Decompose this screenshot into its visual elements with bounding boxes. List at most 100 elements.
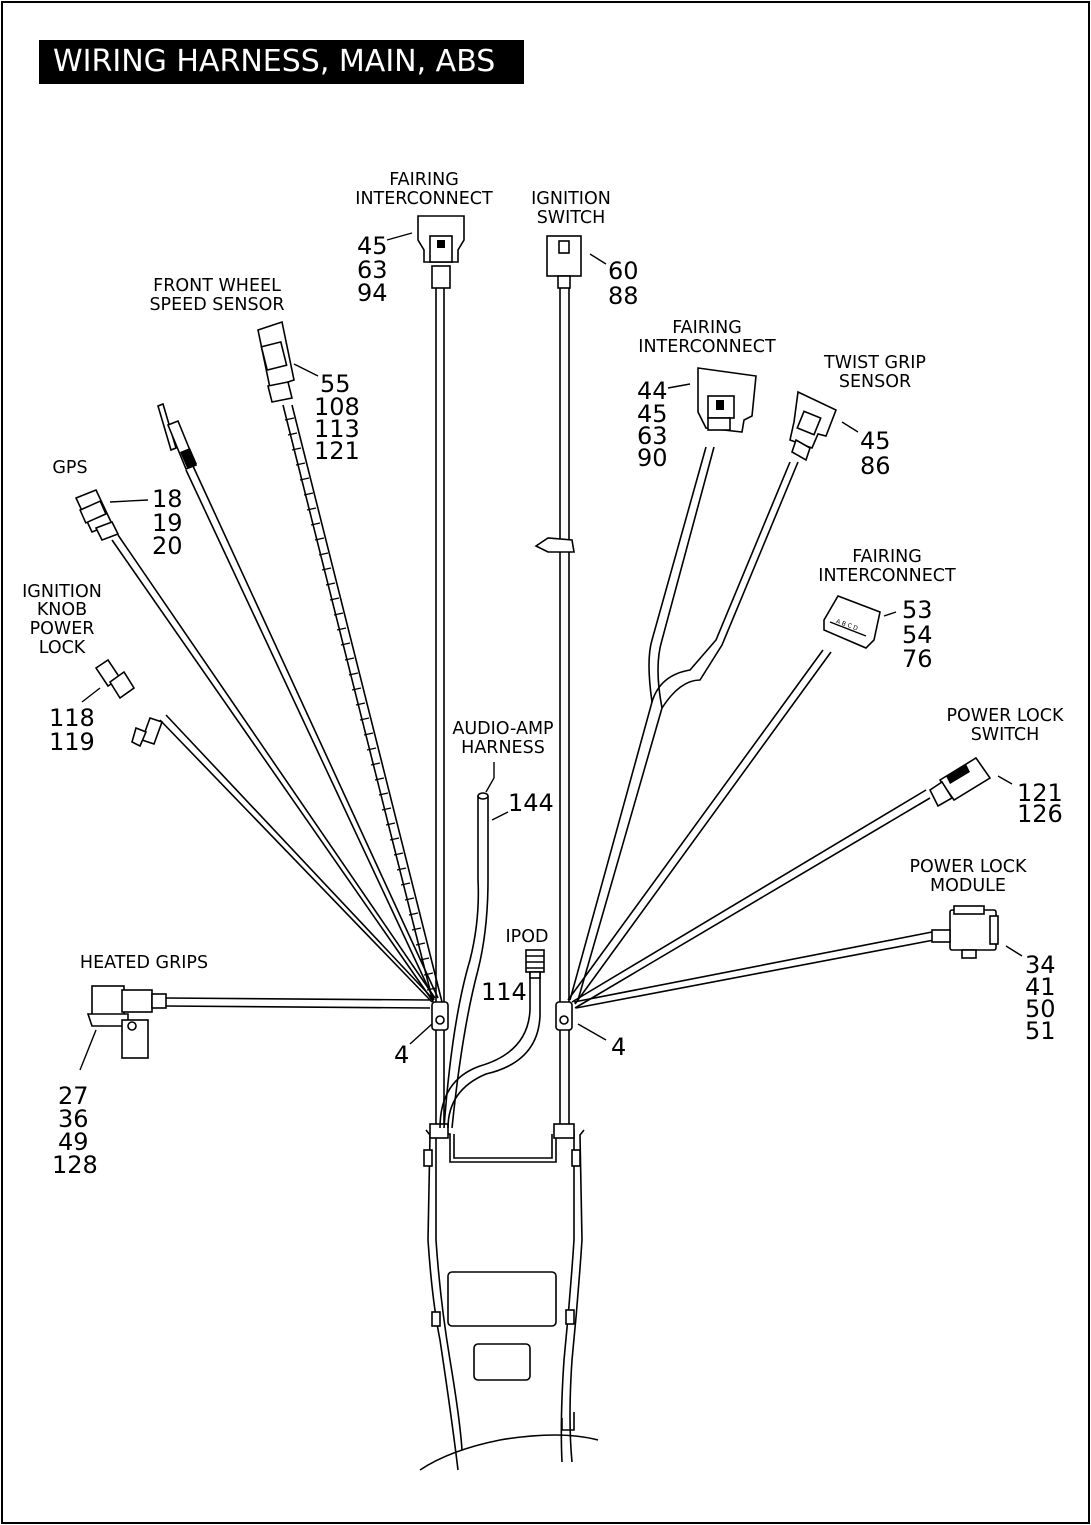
part-number: 18 [152, 485, 183, 513]
part-number: 45 [860, 427, 891, 455]
part-number: 45 [357, 232, 388, 260]
callout-numbers-power-lock-switch: 121 126 [1017, 779, 1063, 828]
label-fairing-interconnect-top: FAIRING INTERCONNECT [355, 170, 493, 209]
callout-numbers-audio-amp-harness: 144 [508, 789, 554, 817]
harness-label-plate [447, 1271, 557, 1327]
part-number: 63 [637, 422, 668, 450]
fairing-interconnect-right-connector: A B C D [823, 595, 881, 649]
callout-numbers-ignition-switch: 60 88 [608, 257, 639, 310]
part-number: 4 [394, 1041, 409, 1069]
part-number: 55 [320, 370, 351, 398]
part-number: 128 [52, 1151, 98, 1179]
part-number: 60 [608, 257, 639, 285]
label-line: SWITCH [537, 208, 606, 228]
part-number: 121 [314, 437, 360, 465]
part-number: 121 [1017, 779, 1063, 807]
label-audio-amp-harness: AUDIO-AMP HARNESS [452, 719, 553, 758]
callout-numbers-ignition-knob-power-lock: 118 119 [49, 704, 95, 756]
fairing-interconnect-top-connector [417, 215, 465, 289]
part-number: 108 [314, 393, 360, 421]
front-wheel-speed-sensor-connector [257, 320, 295, 403]
part-number: 27 [58, 1082, 89, 1110]
label-line: TWIST GRIP [823, 353, 926, 373]
label-power-lock-module: POWER LOCK MODULE [909, 857, 1027, 896]
heated-grips-connector [86, 985, 167, 1059]
part-number: 119 [49, 728, 95, 756]
part-number: 126 [1017, 800, 1063, 828]
label-line: LOCK [39, 638, 86, 658]
callout-numbers-clip-right: 4 [611, 1033, 626, 1061]
label-line: IPOD [506, 927, 549, 947]
part-number: 118 [49, 704, 95, 732]
label-line: FAIRING [672, 318, 742, 338]
part-number: 114 [481, 978, 527, 1006]
label-line: IGNITION [531, 189, 611, 209]
wire-branches-left [111, 404, 443, 1009]
label-line: FAIRING [852, 547, 922, 567]
label-line: HARNESS [461, 738, 545, 758]
callout-numbers-fairing-interconnect-middle: 44 45 63 90 [637, 377, 668, 472]
part-number: 34 [1025, 951, 1056, 979]
part-number: 51 [1025, 1017, 1056, 1045]
leader-lines [79, 232, 1023, 1071]
harness-clip-right [555, 1001, 573, 1031]
label-line: MODULE [930, 876, 1006, 896]
part-number: 88 [608, 282, 639, 310]
harness-trunk [419, 288, 599, 1471]
power-lock-module-connector [931, 905, 999, 959]
label-line: INTERCONNECT [638, 337, 776, 357]
page-title: WIRING HARNESS, MAIN, ABS [39, 40, 524, 84]
part-number: 76 [902, 645, 933, 673]
part-number: 63 [357, 256, 388, 284]
part-number: 53 [902, 596, 933, 624]
harness-clip-left [431, 1001, 449, 1031]
part-number: 19 [152, 509, 183, 537]
label-ipod: IPOD [506, 927, 549, 947]
fairing-interconnect-middle-connector [697, 367, 757, 433]
ignition-switch-connector [546, 235, 582, 289]
label-ignition-switch: IGNITION SWITCH [531, 189, 611, 228]
label-fairing-interconnect-right: FAIRING INTERCONNECT [818, 547, 956, 586]
part-number: 41 [1025, 973, 1056, 1001]
part-number: 4 [611, 1033, 626, 1061]
part-number: 86 [860, 452, 891, 480]
ignition-knob-power-lock-connector [94, 658, 164, 748]
harness-label-plate-small [473, 1343, 531, 1381]
label-line: SWITCH [971, 725, 1040, 745]
label-line: IGNITION [22, 582, 102, 602]
part-number: 94 [357, 279, 388, 307]
label-fairing-interconnect-middle: FAIRING INTERCONNECT [638, 318, 776, 357]
label-line: POWER LOCK [909, 857, 1027, 877]
callout-numbers-power-lock-module: 34 41 50 51 [1025, 951, 1056, 1045]
twist-grip-sensor-connector [789, 390, 838, 462]
part-number: 49 [58, 1128, 89, 1156]
label-line: POWER LOCK [946, 706, 1064, 726]
part-number: 45 [637, 400, 668, 428]
label-twist-grip-sensor: TWIST GRIP SENSOR [823, 353, 926, 392]
label-ignition-knob-power-lock: IGNITION KNOB POWER LOCK [22, 582, 102, 658]
part-number: 54 [902, 621, 933, 649]
part-number: 144 [508, 789, 554, 817]
callout-numbers-gps: 18 19 20 [152, 485, 183, 560]
callout-numbers-front-wheel-speed-sensor: 55 108 113 121 [314, 370, 360, 465]
callout-numbers-fairing-interconnect-right: 53 54 76 [902, 596, 933, 673]
label-line: KNOB [37, 600, 87, 620]
label-line: INTERCONNECT [355, 189, 493, 209]
power-lock-switch-connector [928, 756, 992, 808]
callout-numbers-heated-grips: 27 36 49 128 [52, 1082, 98, 1179]
label-line: AUDIO-AMP [452, 719, 553, 739]
label-power-lock-switch: POWER LOCK SWITCH [946, 706, 1064, 745]
cable-clip-ignition-switch [534, 537, 575, 553]
label-line: HEATED GRIPS [80, 953, 208, 973]
part-number: 50 [1025, 995, 1056, 1023]
part-number: 20 [152, 532, 183, 560]
part-number: 90 [637, 444, 668, 472]
callout-numbers-fairing-interconnect-top: 45 63 94 [357, 232, 388, 307]
ipod-connector [525, 949, 545, 979]
label-line: SPEED SENSOR [149, 295, 284, 315]
callout-numbers-ipod: 114 [481, 978, 527, 1006]
antenna-connector [157, 402, 198, 471]
label-line: FAIRING [389, 170, 459, 190]
